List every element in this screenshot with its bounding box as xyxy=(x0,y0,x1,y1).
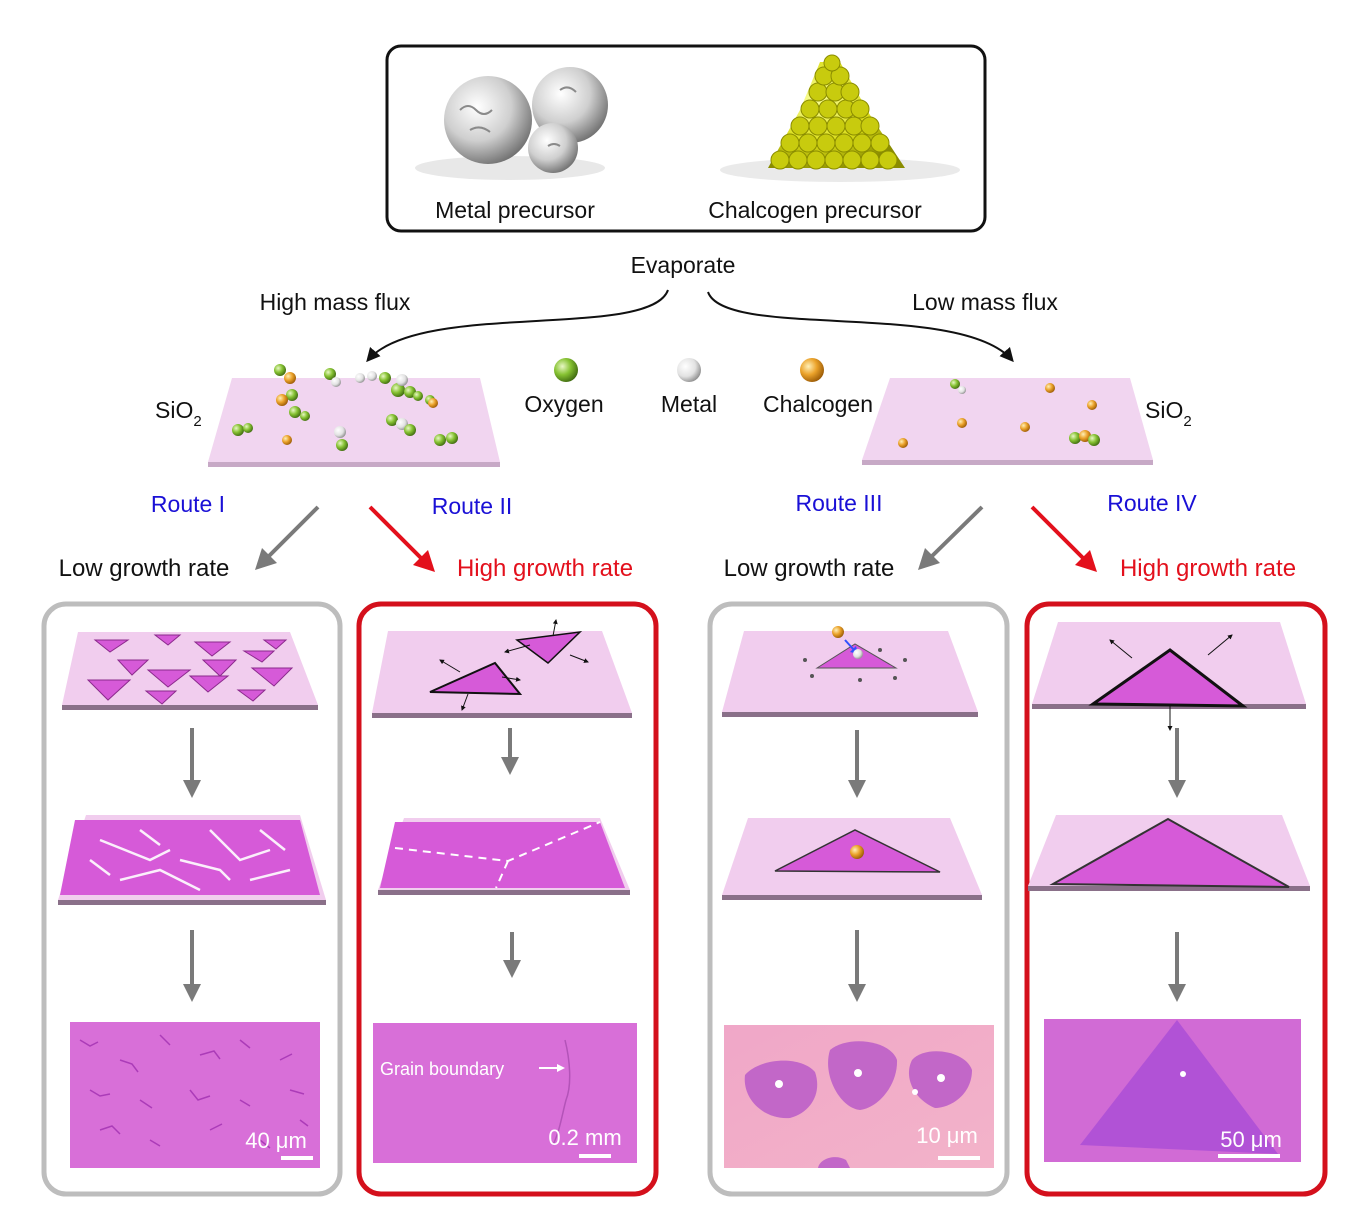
legend: Oxygen Metal Chalcogen xyxy=(524,358,873,417)
route-1-down-arrow-1 xyxy=(183,728,201,798)
route-1-film-panel xyxy=(58,815,326,905)
route-1-nucleation-panel xyxy=(62,632,318,710)
route-2-scale-label: 0.2 mm xyxy=(548,1125,621,1150)
route-3-arrow xyxy=(918,505,984,570)
route-3-rate: Low growth rate xyxy=(724,555,895,582)
route-2-nucleation-panel xyxy=(372,619,632,718)
route-4-nucleation-panel xyxy=(1032,622,1306,731)
metal-precursor-label: Metal precursor xyxy=(435,197,595,223)
route-3-label: Route III xyxy=(796,490,883,516)
route-1-frame xyxy=(41,601,343,1197)
substrate-label-left: SiO2 xyxy=(155,397,202,430)
route-4-down-arrow-1 xyxy=(1168,728,1186,798)
oxygen-icon xyxy=(554,358,578,382)
route-4-down-arrow-2 xyxy=(1168,932,1186,1002)
route-2-down-arrow-2 xyxy=(503,932,521,978)
chalcogen-precursor-label: Chalcogen precursor xyxy=(708,197,922,223)
route-2-down-arrow-1 xyxy=(501,728,519,775)
route-4-micrograph xyxy=(1044,1019,1301,1162)
low-flux-label: Low mass flux xyxy=(912,289,1058,315)
legend-chalcogen-label: Chalcogen xyxy=(763,391,873,417)
route-3-nucleation-panel xyxy=(722,626,978,717)
grain-boundary-label: Grain boundary xyxy=(380,1059,504,1079)
route-4-scale-label: 50 μm xyxy=(1220,1127,1282,1152)
low-flux-substrate xyxy=(862,378,1153,465)
route-4-film-panel xyxy=(1028,815,1310,891)
high-flux-substrate xyxy=(208,364,500,467)
substrate-label-right: SiO2 xyxy=(1145,397,1192,430)
route-2-label: Route II xyxy=(432,493,513,519)
route-1-rate: Low growth rate xyxy=(59,555,230,582)
evaporate-label: Evaporate xyxy=(631,252,736,278)
metal-icon xyxy=(677,358,701,382)
low-flux-arrow xyxy=(707,291,1014,363)
high-flux-arrow xyxy=(366,289,669,363)
route-3-frame xyxy=(707,601,1010,1197)
high-flux-label: High mass flux xyxy=(260,289,411,315)
chalcogen-precursor-icon xyxy=(720,54,960,182)
route-1-micrograph xyxy=(70,1022,320,1168)
route-3-film-panel xyxy=(722,818,982,900)
route-4-arrow xyxy=(1030,505,1097,572)
route-4-label: Route IV xyxy=(1107,490,1197,516)
route-3-down-arrow-1 xyxy=(848,730,866,798)
route-2-micrograph xyxy=(373,1023,637,1163)
route-3-down-arrow-2 xyxy=(848,930,866,1002)
chalcogen-icon xyxy=(800,358,824,382)
route-3-scale-label: 10 μm xyxy=(916,1123,978,1148)
legend-oxygen-label: Oxygen xyxy=(524,391,603,417)
route-2-frame xyxy=(356,601,659,1197)
route-2-rate: High growth rate xyxy=(457,555,633,582)
route-1-label: Route I xyxy=(151,491,225,517)
legend-metal-label: Metal xyxy=(661,391,717,417)
route-1-down-arrow-2 xyxy=(183,930,201,1002)
route-1-arrow xyxy=(255,505,320,570)
metal-precursor-icon xyxy=(415,67,608,180)
route-4-rate: High growth rate xyxy=(1120,555,1296,582)
route-3-micrograph xyxy=(724,1025,994,1168)
route-1-scale-label: 40 μm xyxy=(245,1128,307,1153)
route-4-frame xyxy=(1024,601,1328,1197)
route-2-film-panel xyxy=(378,818,630,895)
route-2-arrow xyxy=(368,505,435,572)
